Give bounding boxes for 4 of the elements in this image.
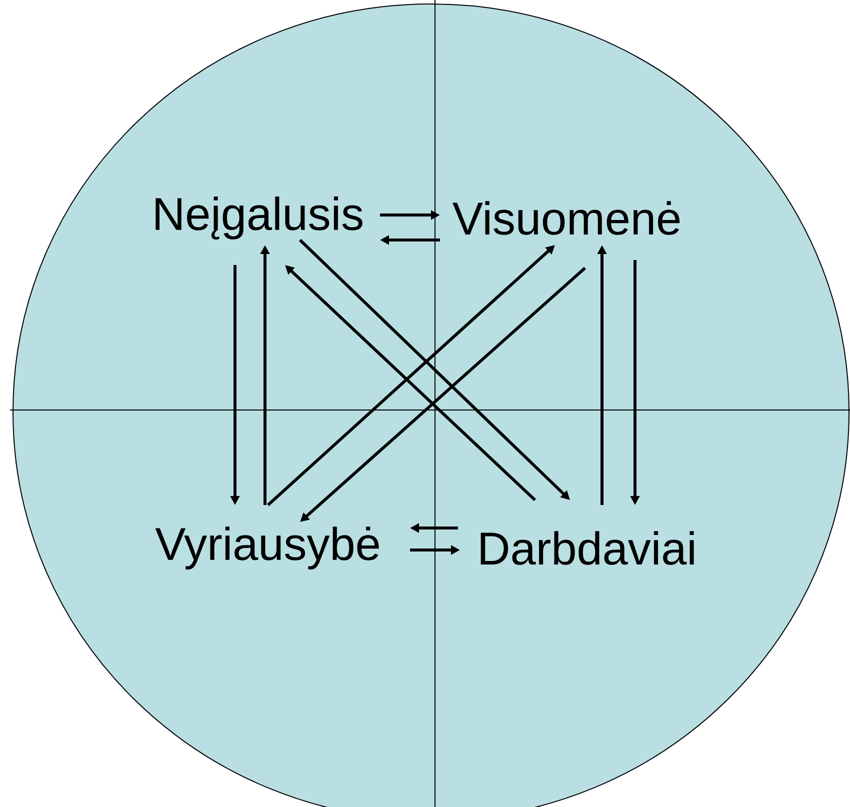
node-label: Visuomenė xyxy=(452,201,680,235)
node-label: Darbdaviai xyxy=(480,531,694,565)
node-label: Neįgalusis xyxy=(156,196,362,240)
node-label: Vyriausybė xyxy=(155,526,379,570)
